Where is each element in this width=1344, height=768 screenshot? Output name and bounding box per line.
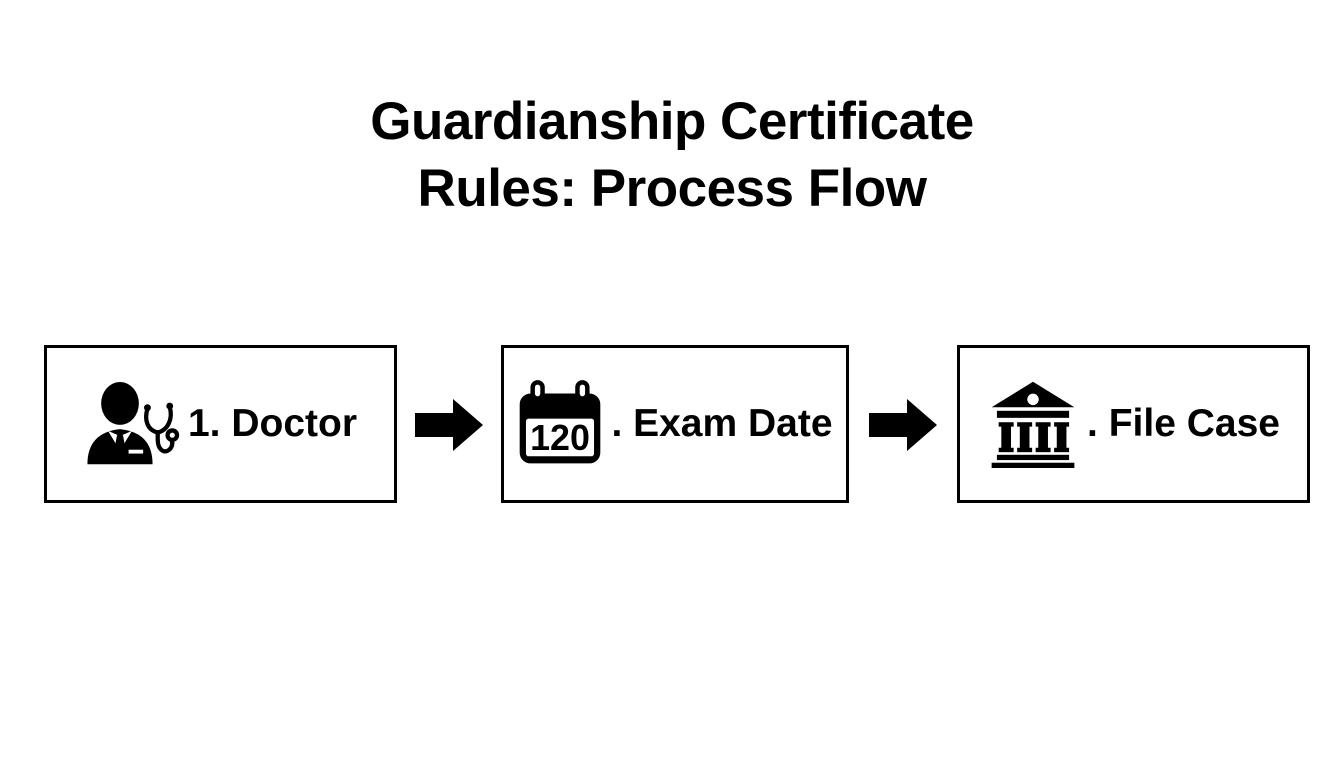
page-title: Guardianship Certificate Rules: Process …	[0, 88, 1344, 222]
step-label-file-case: . File Case	[1087, 402, 1280, 445]
step-box-doctor: 1. Doctor	[44, 345, 397, 503]
doctor-icon	[84, 380, 180, 468]
arrow-right-icon	[869, 399, 937, 451]
courthouse-icon	[987, 380, 1079, 468]
calendar-icon: 120	[517, 379, 603, 469]
title-line-2: Rules: Process Flow	[417, 159, 927, 218]
step-box-exam-date: 120 . Exam Date	[501, 345, 849, 503]
step-box-file-case: . File Case	[957, 345, 1310, 503]
title-line-1: Guardianship Certificate	[370, 92, 974, 151]
calendar-day-number: 120	[531, 418, 591, 458]
step-label-exam-date: . Exam Date	[611, 402, 833, 445]
step-label-doctor: 1. Doctor	[187, 402, 358, 445]
arrow-right-icon	[415, 399, 483, 451]
